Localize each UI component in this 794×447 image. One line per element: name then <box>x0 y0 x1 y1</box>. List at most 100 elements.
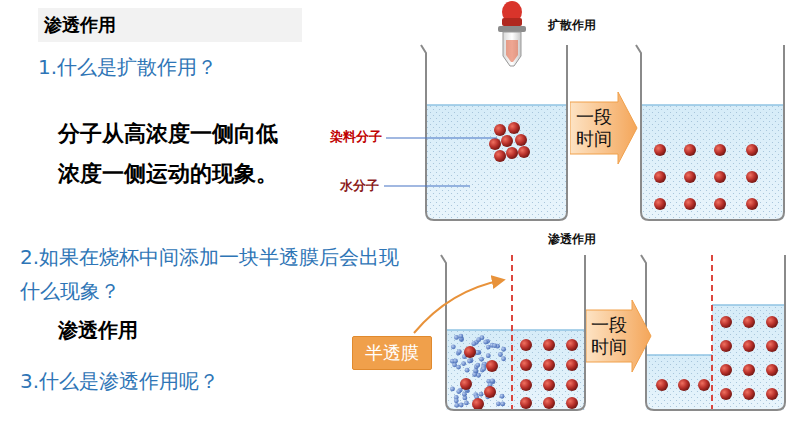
callout-label: 染料分子 <box>330 129 390 145</box>
dye-molecule <box>743 340 755 352</box>
water-molecule <box>501 356 506 361</box>
dye-molecule <box>656 379 668 391</box>
dye-molecule <box>654 198 666 210</box>
dye-molecule <box>720 388 732 400</box>
water-molecule <box>479 392 484 397</box>
dye-molecule <box>489 138 501 150</box>
dye-molecule <box>766 388 778 400</box>
water-molecule <box>501 347 506 352</box>
water <box>446 330 585 410</box>
beaker <box>441 255 585 410</box>
arrow-text: 一段时间 <box>591 314 627 357</box>
membrane-pointer <box>414 280 503 333</box>
water-molecule <box>457 349 462 354</box>
water-surface <box>646 354 712 356</box>
water-molecule <box>476 337 481 342</box>
dye-molecule <box>654 144 666 156</box>
answer: 渗透作用 <box>58 316 258 344</box>
dye-molecule <box>566 339 578 351</box>
dye-molecule <box>766 340 778 352</box>
water-molecule <box>496 401 501 406</box>
question: 1.什么是扩散作用？ <box>38 52 338 82</box>
dye-molecule <box>720 364 732 376</box>
dye-molecule <box>506 147 518 159</box>
dye-molecule <box>746 198 758 210</box>
semipermeable-membrane <box>511 255 513 410</box>
dye-molecule <box>684 144 696 156</box>
water <box>641 105 784 219</box>
arrow-outline <box>586 300 651 372</box>
title-band <box>38 8 302 42</box>
dye-molecule <box>678 379 690 391</box>
water-molecule <box>500 394 505 399</box>
water-texture <box>646 355 712 410</box>
callout-label: 水分子 <box>340 178 390 194</box>
dye-molecule <box>714 144 726 156</box>
time-arrow: 一段时间 <box>570 92 638 164</box>
water <box>712 305 784 410</box>
water-molecule <box>500 401 505 406</box>
water-surface <box>641 104 784 106</box>
water-molecule <box>456 389 461 394</box>
box-text: 半透膜 <box>365 342 419 364</box>
dropper <box>498 1 526 66</box>
water-molecule <box>461 361 466 366</box>
dye-molecule <box>520 379 532 391</box>
beaker <box>636 45 784 220</box>
dye-molecule <box>486 360 498 372</box>
water-molecule <box>481 366 486 371</box>
water <box>646 355 712 410</box>
water-molecule <box>483 340 488 345</box>
arrow-text: 一段时间 <box>576 106 612 149</box>
dye-molecule <box>508 122 520 134</box>
dye-molecule <box>472 398 484 410</box>
water-molecule <box>475 363 480 368</box>
dye-molecule <box>566 397 578 409</box>
leader-line <box>384 185 470 186</box>
dye-molecule <box>520 359 532 371</box>
question: 2.如果在烧杯中间添加一块半透膜后会出现什么现象？ <box>20 240 405 308</box>
dye-molecule <box>714 171 726 183</box>
dye-molecule <box>766 316 778 328</box>
water-texture <box>426 105 567 219</box>
water-molecule <box>454 398 459 403</box>
dye-molecule <box>684 171 696 183</box>
water-texture <box>712 305 784 410</box>
dye-molecule <box>543 379 555 391</box>
dye-molecule <box>543 339 555 351</box>
dye-molecule <box>515 134 527 146</box>
dye-molecule <box>714 198 726 210</box>
dye-molecule <box>743 364 755 376</box>
dye-molecule <box>566 379 578 391</box>
definition: 分子从高浓度一侧向低浓度一侧运动的现象。 <box>58 114 293 194</box>
water <box>426 105 567 219</box>
dye-molecule <box>494 150 506 162</box>
water-texture <box>446 330 585 410</box>
water-molecule <box>492 343 497 348</box>
dye-molecule <box>746 144 758 156</box>
water-molecule <box>471 341 476 346</box>
beaker <box>421 45 567 220</box>
figure-label: 扩散作用 <box>548 17 628 33</box>
water-molecule <box>458 334 463 339</box>
dye-molecule <box>720 340 732 352</box>
water-molecule <box>453 358 458 363</box>
water-molecule <box>451 344 456 349</box>
slide-title: 渗透作用 <box>44 13 116 37</box>
question: 3.什么是渗透作用呢？ <box>20 366 320 396</box>
dye-molecule <box>518 146 530 158</box>
time-arrow: 一段时间 <box>586 300 652 372</box>
dye-molecule <box>543 397 555 409</box>
dye-molecule <box>743 388 755 400</box>
beaker <box>641 255 785 410</box>
dye-molecule <box>520 339 532 351</box>
dye-molecule <box>766 364 778 376</box>
water-molecule <box>467 359 472 364</box>
water-molecule <box>450 387 455 392</box>
water-surface <box>426 104 567 106</box>
water-molecule <box>464 401 469 406</box>
water-molecule <box>454 335 459 340</box>
dye-molecule <box>720 316 732 328</box>
dye-molecule <box>746 171 758 183</box>
water-molecule <box>465 368 470 373</box>
